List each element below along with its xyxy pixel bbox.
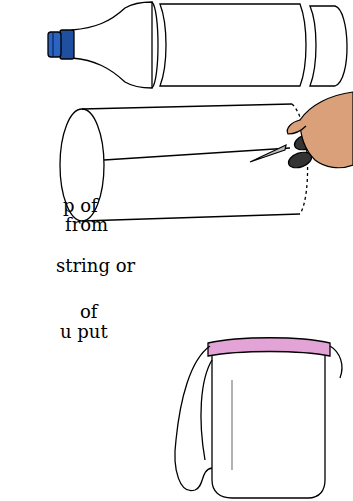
instruction-text: u put — [60, 322, 108, 342]
bottle-drawing — [48, 2, 347, 88]
instruction-text: from — [65, 215, 108, 235]
instruction-text: string or — [56, 256, 135, 276]
hand-scissors — [250, 92, 353, 171]
cylinder-drawing — [60, 104, 308, 221]
instruction-text: of — [80, 302, 98, 322]
instruction-text: p of — [63, 196, 98, 216]
face-shield-drawing — [175, 338, 342, 498]
